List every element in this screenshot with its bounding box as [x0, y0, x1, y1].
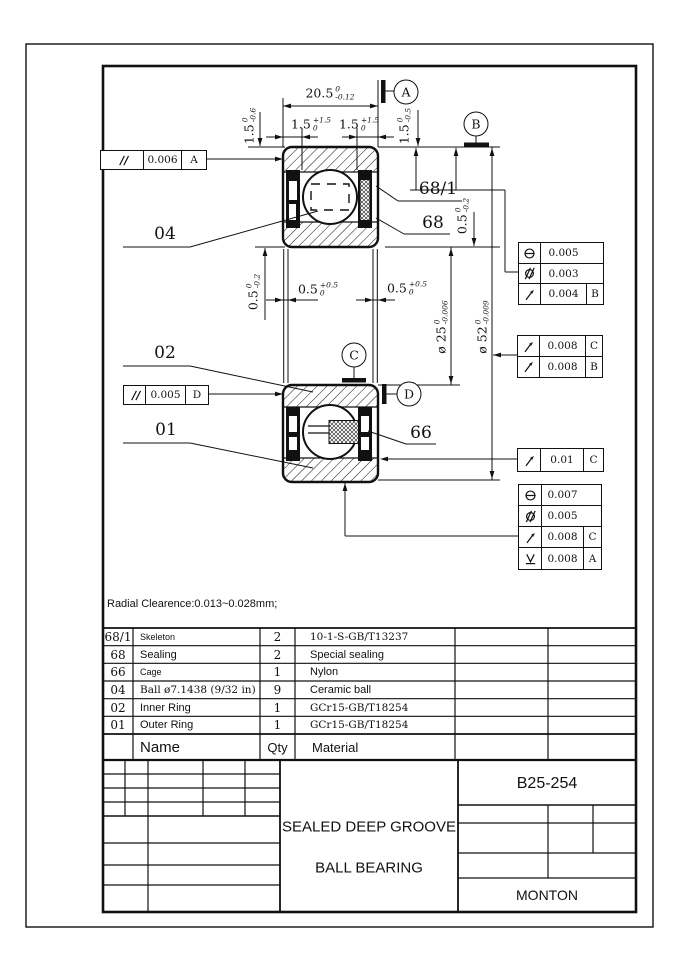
parts-header-qty: Qty: [267, 739, 288, 755]
fcf-value: 0.008: [541, 527, 583, 548]
cylindricity-icon: [519, 264, 540, 284]
part-row-num: 68/1: [104, 630, 132, 644]
part-row-qty: 1: [273, 718, 282, 733]
product-title-line1: SEALED DEEP GROOVE: [282, 818, 456, 836]
fcf-datum: B: [585, 356, 602, 377]
fcf-value: 0.006: [143, 151, 181, 169]
fcf-value: 0.008: [541, 548, 583, 569]
parts-header-material: Material: [312, 739, 359, 755]
fcf-runout-c: 0.01 C: [517, 448, 604, 472]
fcf-datum: D: [185, 386, 208, 404]
label-outer-ring: 01: [155, 420, 177, 440]
total-runout-icon: [519, 548, 541, 569]
circular-runout-icon: [519, 284, 540, 304]
fcf-value: 0.007: [541, 485, 583, 506]
part-row-material: GCr15-GB/T18254: [310, 701, 409, 714]
datum-b-balloon: B: [463, 111, 489, 137]
company-name: MONTON: [516, 887, 578, 903]
circular-runout-icon: [519, 527, 541, 548]
fcf-stack-top: 0.005 0.003 0.004 B: [518, 242, 604, 306]
datum-d-balloon: D: [396, 381, 422, 407]
fcf-datum: B: [586, 284, 603, 305]
part-row-name: Outer Ring: [140, 719, 194, 732]
label-skeleton: 68/1: [418, 179, 458, 199]
cylindricity-icon: [519, 506, 541, 527]
fcf-parallelism-a: 0.006 A: [100, 150, 207, 170]
label-inner-ring: 02: [154, 343, 176, 363]
part-number: B25-254: [516, 775, 578, 792]
part-row-num: 01: [110, 718, 126, 733]
fcf-value: 0.008: [539, 336, 585, 356]
circular-runout-icon: [518, 357, 539, 377]
part-row-num: 68: [110, 647, 126, 662]
part-row-qty: 1: [273, 700, 282, 715]
fcf-datum: A: [181, 151, 206, 169]
part-row-name: Inner Ring: [140, 701, 191, 714]
circle-bar-icon: [519, 243, 540, 263]
datum-a-label: A: [401, 84, 411, 100]
part-row-name: Cage: [140, 667, 162, 678]
part-row-material: GCr15-GB/T18254: [310, 719, 409, 732]
fcf-stack-mid: 0.008 C 0.008 B: [517, 335, 603, 378]
part-row-material: Nylon: [310, 666, 339, 679]
part-row-name: Sealing: [140, 648, 177, 661]
fcf-parallelism-d: 0.005 D: [123, 385, 209, 405]
fcf-datum: C: [585, 336, 602, 356]
part-row-material: Special sealing: [310, 648, 384, 661]
parallelism-icon: [124, 386, 145, 404]
label-cage: 66: [410, 423, 432, 443]
fcf-datum: C: [583, 527, 601, 548]
fcf-datum: C: [583, 449, 603, 471]
fcf-value: 0.005: [541, 506, 583, 527]
fcf-value: 0.003: [540, 263, 586, 284]
part-row-num: 66: [110, 665, 126, 680]
fcf-value: 0.008: [539, 356, 585, 377]
circle-bar-icon: [519, 485, 541, 506]
part-row-qty: 9: [273, 683, 282, 697]
part-row-material: 10-1-S-GB/T13237: [310, 631, 409, 643]
datum-c-balloon: C: [341, 342, 367, 368]
radial-clearance-note: Radial Clearence:0.013~0.028mm;: [107, 598, 278, 610]
part-row-name: Ball ø7.1438 (9/32 in): [140, 684, 256, 696]
parts-header-name: Name: [140, 738, 181, 756]
part-row-num: 04: [110, 683, 126, 697]
circular-runout-icon: [518, 449, 540, 471]
label-sealing: 68: [422, 213, 444, 233]
circular-runout-icon: [518, 336, 539, 356]
label-ball: 04: [154, 224, 176, 244]
part-row-material: Ceramic ball: [310, 684, 372, 696]
product-title-line2: BALL BEARING: [315, 859, 423, 877]
datum-b-label: B: [471, 116, 481, 132]
fcf-datum: A: [583, 548, 601, 569]
fcf-value: 0.005: [145, 386, 185, 404]
fcf-value: 0.004: [540, 284, 586, 305]
part-row-num: 02: [110, 700, 126, 715]
fcf-stack-bottom: 0.007 0.005 0.008 C 0.008 A: [518, 484, 602, 570]
fcf-value: 0.01: [540, 449, 583, 471]
parallelism-icon: [101, 151, 143, 169]
part-row-name: Skeleton: [140, 632, 176, 642]
datum-d-label: D: [403, 386, 415, 402]
part-row-qty: 2: [273, 647, 282, 662]
part-row-qty: 1: [273, 665, 282, 680]
part-row-qty: 2: [273, 630, 282, 644]
datum-c-label: C: [349, 347, 359, 363]
fcf-value: 0.005: [540, 243, 586, 263]
datum-a-balloon: A: [393, 79, 419, 105]
